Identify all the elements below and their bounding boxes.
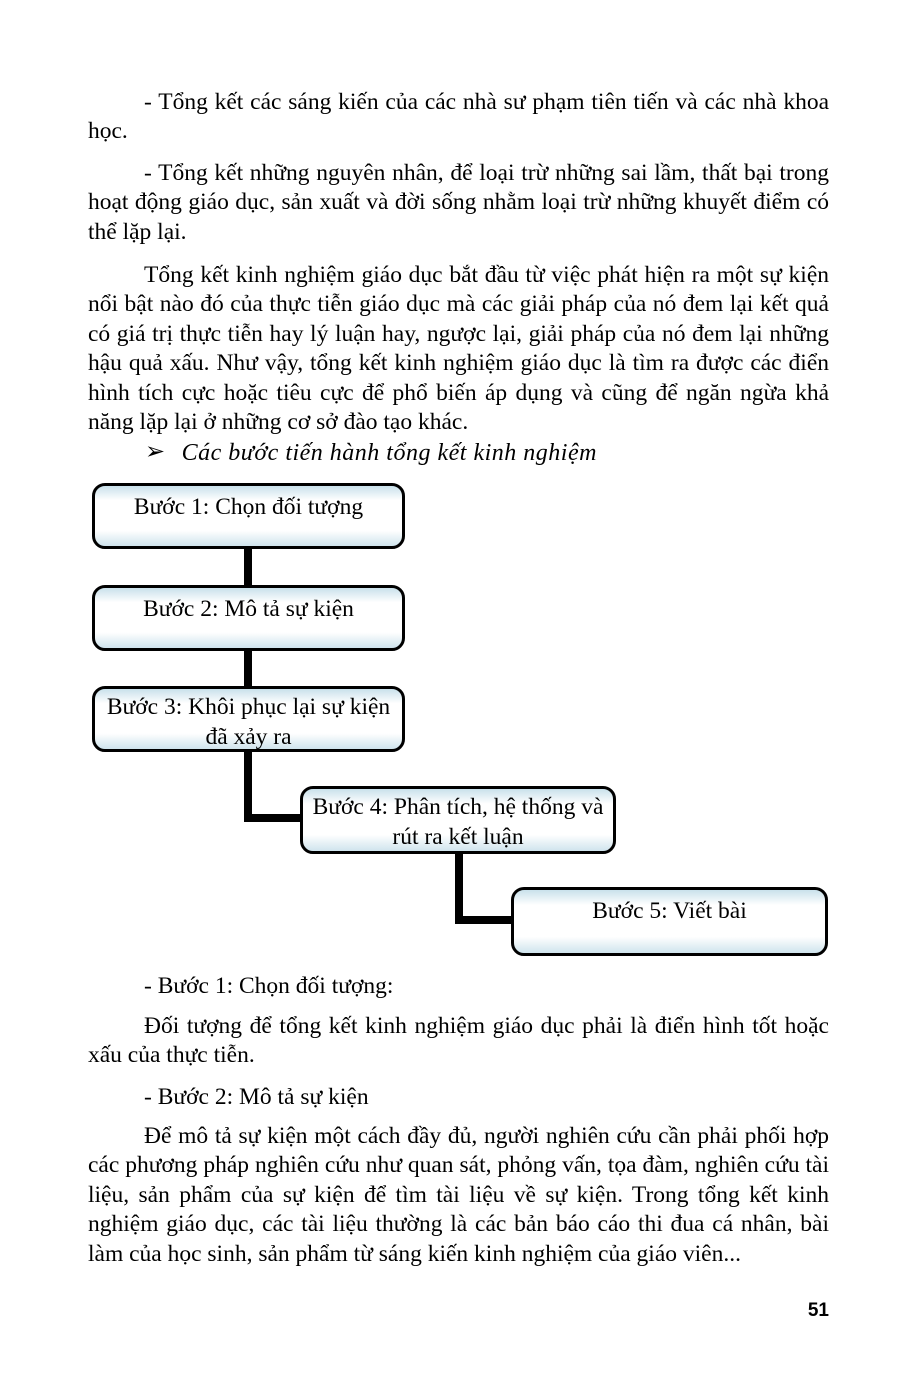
flowchart-step-5-label: Bước 5: Viết bài (592, 898, 747, 924)
connector-step4-step5-vertical (455, 854, 463, 924)
flowchart-step-1-label: Bước 1: Chọn đối tượng (133, 494, 364, 520)
flowchart-step-2-label: Bước 2: Mô tả sự kiện (143, 596, 354, 622)
connector-step1-step2 (244, 549, 252, 585)
paragraph-step2-detail: Để mô tả sự kiện một cách đầy đủ, người … (88, 1123, 829, 1267)
flowchart-step-2-box: Bước 2: Mô tả sự kiện (92, 585, 405, 651)
paragraph-summary-experience: Tổng kết kinh nghiệm giáo dục bắt đầu từ… (88, 262, 829, 436)
flowchart-step-3-label: Bước 3: Khôi phục lại sự kiện đã xảy ra (106, 694, 391, 750)
connector-step3-step4-horizontal (244, 814, 302, 822)
paragraph-step1-detail: Đối tượng để tổng kết kinh nghiệm giáo d… (88, 1013, 829, 1069)
flowchart-step-4-label: Bước 4: Phân tích, hệ thống và rút ra kế… (312, 794, 604, 850)
connector-step2-step3 (244, 651, 252, 686)
page-number: 51 (807, 1300, 829, 1321)
connector-step3-step4-vertical (244, 752, 252, 822)
section-heading-text: Các bước tiến hành tổng kết kinh nghiệm (181, 440, 597, 466)
flowchart: Bước 1: Chọn đối tượng Bước 2: Mô tả sự … (0, 483, 916, 963)
paragraph-summary-causes: - Tổng kết những nguyên nhân, để loại tr… (88, 160, 829, 245)
connector-step4-step5-horizontal (455, 916, 513, 924)
flowchart-step-3-box: Bước 3: Khôi phục lại sự kiện đã xảy ra (92, 686, 405, 752)
paragraph-summary-initiatives: - Tổng kết các sáng kiến của các nhà sư … (88, 89, 829, 145)
flowchart-step-4-box: Bước 4: Phân tích, hệ thống và rút ra kế… (300, 786, 616, 854)
paragraph-step2-item: - Bước 2: Mô tả sự kiện (144, 1084, 369, 1110)
arrow-bullet-icon: ➢ (145, 439, 166, 465)
flowchart-step-5-box: Bước 5: Viết bài (511, 887, 828, 956)
paragraph-step1-item: - Bước 1: Chọn đối tượng: (144, 973, 394, 999)
flowchart-step-1-box: Bước 1: Chọn đối tượng (92, 483, 405, 549)
section-heading: ➢ Các bước tiến hành tổng kết kinh nghiệm (145, 438, 597, 467)
